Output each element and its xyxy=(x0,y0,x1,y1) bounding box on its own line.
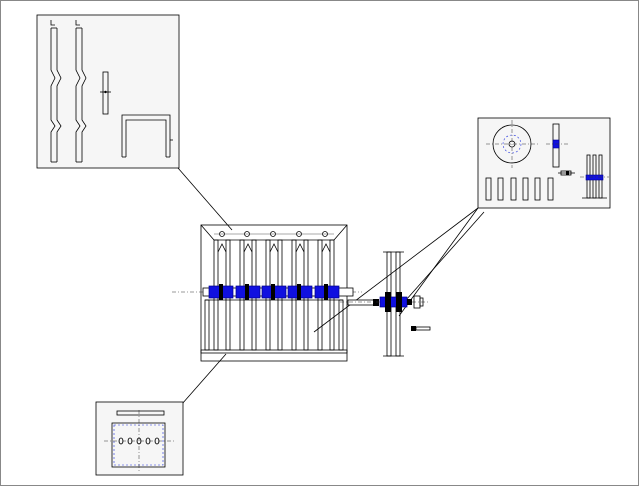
leader-bottom-detail xyxy=(181,353,227,405)
side-assembly xyxy=(340,251,431,357)
disc-front-view xyxy=(486,120,540,168)
bent-bar-left xyxy=(50,20,62,163)
detail-box-right xyxy=(477,117,611,209)
main-assembly xyxy=(172,224,362,362)
housing-outline xyxy=(111,422,166,468)
detail-view-right xyxy=(477,117,611,209)
bar-row xyxy=(485,177,554,201)
main-shaft xyxy=(172,284,362,300)
bent-bar-right xyxy=(75,20,87,163)
leader-right-detail-b xyxy=(398,207,479,317)
assembly-mini-view xyxy=(580,154,609,199)
pin-part xyxy=(100,71,111,115)
leader-right-detail-c xyxy=(405,211,485,301)
top-bolts xyxy=(214,231,334,237)
hole-row xyxy=(118,437,160,445)
detail-view-top xyxy=(36,14,180,169)
base-plate xyxy=(200,349,348,362)
disc-side-view xyxy=(546,123,570,168)
small-bolt xyxy=(558,170,575,176)
inner-housing xyxy=(113,424,164,466)
detail-view-bottom xyxy=(95,401,184,476)
bracket-part xyxy=(121,114,173,158)
top-plate xyxy=(116,410,165,416)
leader-top-detail xyxy=(177,167,233,231)
detail-box-bottom xyxy=(95,401,184,476)
